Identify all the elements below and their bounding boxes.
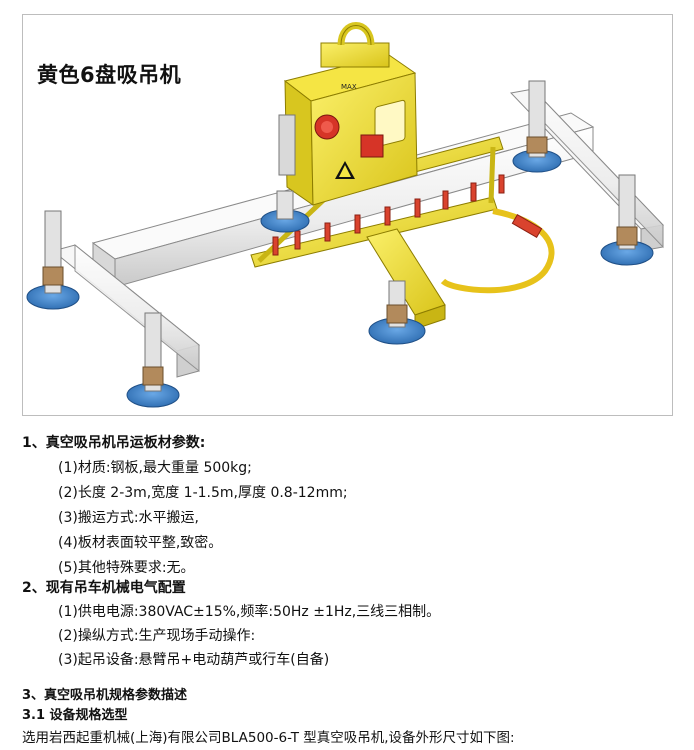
section-1-item-4: (4)板材表面较平整,致密。: [58, 535, 223, 551]
warning-triangle-icon: [335, 161, 355, 179]
suction-pad-5: [512, 80, 562, 173]
section-1-item-2: (2)长度 2-3m,宽度 1-1.5m,厚度 0.8-12mm;: [58, 485, 348, 501]
section-2-item-2: (2)操纵方式:生产现场手动操作:: [58, 628, 256, 644]
indicator-panel: [360, 134, 384, 158]
section-3-subheading: 3.1 设备规格选型: [22, 708, 128, 723]
valve-fittings: [272, 174, 543, 256]
figure-title: 黄色6盘吸吊机: [37, 63, 182, 87]
suction-pad-1: [26, 210, 80, 310]
cross-beam-left: [51, 243, 201, 378]
section-1-item-5: (5)其他特殊要求:无。: [58, 560, 195, 576]
section-3-heading: 3、真空吸吊机规格参数描述: [22, 688, 188, 703]
section-2-heading: 2、现有吊车机械电气配置: [22, 580, 186, 596]
product-figure: MAX: [22, 14, 673, 416]
vacuum-hose: [440, 208, 555, 294]
panel-label: MAX: [341, 83, 357, 91]
suction-pad-4: [600, 174, 654, 266]
vacuum-lifter-illustration: MAX: [26, 22, 665, 408]
vacuum-gauge: [278, 114, 296, 176]
section-3-paragraph: 选用岩西起重机械(上海)有限公司BLA500-6-T 型真空吸吊机,设备外形尺寸…: [22, 730, 515, 746]
emergency-stop-icon: [314, 114, 340, 140]
suction-pad-2: [126, 312, 180, 408]
lifting-eye-icon: [320, 22, 390, 68]
section-1-item-3: (3)搬运方式:水平搬运,: [58, 510, 199, 526]
suction-pad-6: [260, 190, 310, 233]
section-2-item-3: (3)起吊设备:悬臂吊+电动葫芦或行车(自备): [58, 652, 330, 668]
section-1-item-1: (1)材质:钢板,最大重量 500kg;: [58, 460, 252, 476]
suction-pad-3: [368, 280, 426, 345]
section-2-item-1: (1)供电电源:380VAC±15%,频率:50Hz ±1Hz,三线三相制。: [58, 604, 441, 620]
section-1-heading: 1、真空吸吊机吊运板材参数:: [22, 435, 206, 451]
